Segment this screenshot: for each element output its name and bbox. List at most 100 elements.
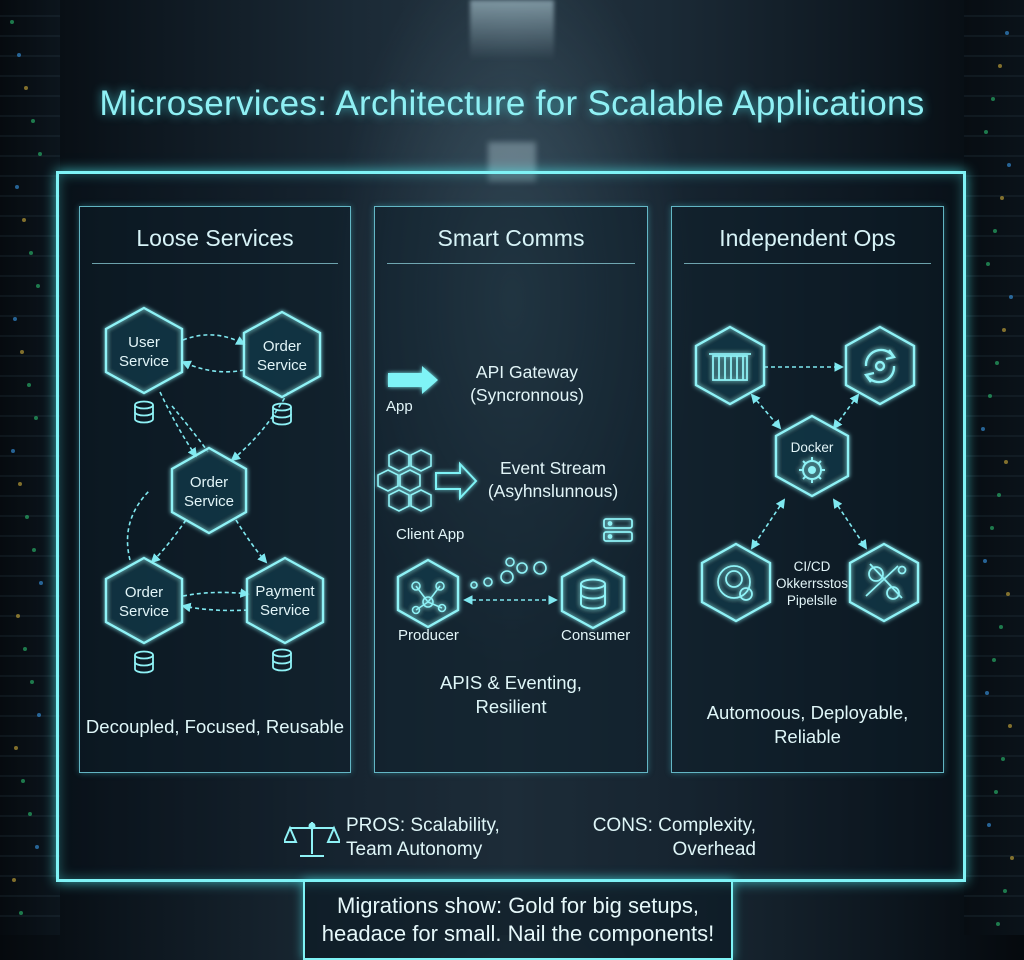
- cicd-glyph: [717, 565, 753, 601]
- database-icon: [272, 402, 292, 426]
- pros-text: PROS: Scalability, Team Autonomy: [346, 814, 500, 862]
- node-label: Service: [183, 493, 235, 510]
- arrow-icon: [435, 461, 478, 501]
- rack-light: [995, 361, 999, 365]
- rack-light: [25, 515, 29, 519]
- rack-light: [987, 823, 991, 827]
- rack-light: [29, 251, 33, 255]
- rack-light: [992, 658, 996, 662]
- sync-label-line: API Gateway: [475, 362, 579, 382]
- ceiling-light: [470, 0, 554, 60]
- rack-light: [37, 713, 41, 717]
- panel-footer: Decoupled, Focused, Reusable: [85, 716, 345, 737]
- consumer-label: Consumer: [561, 627, 631, 644]
- ops-graphics: [694, 325, 920, 623]
- producer-network: [411, 581, 447, 615]
- bottom-banner: Migrations show: Gold for big setups, he…: [303, 880, 733, 960]
- container-glyph: [709, 353, 751, 381]
- panel-title: Loose Services: [136, 225, 294, 251]
- link: [750, 393, 782, 430]
- service-nodes: [104, 306, 325, 645]
- node-user-service: User Service: [104, 333, 184, 371]
- banner-line: headace for small. Nail the components!: [321, 921, 715, 946]
- cons-line: CONS: Complexity,: [592, 815, 756, 836]
- rack-light: [1001, 757, 1005, 761]
- node-order-service: Order Service: [242, 337, 322, 375]
- panel-title: Smart Comms: [437, 225, 585, 251]
- panel-smart-comms: Smart Comms APIS & Eventing, Resilient: [374, 206, 648, 773]
- producer-label: Producer: [398, 627, 459, 644]
- rack-light: [1004, 460, 1008, 464]
- link: [150, 519, 187, 564]
- rack-light: [34, 416, 38, 420]
- rack-light: [19, 911, 23, 915]
- rack-light: [1002, 328, 1006, 332]
- orchestration-glyph: [865, 563, 907, 600]
- database-icon: [580, 578, 606, 610]
- node-label: Service: [259, 602, 311, 619]
- rack-light: [28, 812, 32, 816]
- link: [832, 393, 860, 430]
- rack-light: [1006, 592, 1010, 596]
- pros-line: PROS: Scalability,: [346, 815, 500, 836]
- rack-light: [1005, 31, 1009, 35]
- node-label: User: [128, 334, 160, 351]
- hexagon-icon: [242, 310, 322, 399]
- rack-light: [22, 218, 26, 222]
- rack-light: [16, 614, 20, 618]
- cicd-label-line: CI/CD: [793, 559, 831, 574]
- cicd-icon: [700, 542, 772, 623]
- rack-light: [17, 53, 21, 57]
- rack-light: [988, 394, 992, 398]
- rack-light: [994, 790, 998, 794]
- cicd-label-line: Pipelslle: [786, 593, 838, 608]
- docker-label: Docker: [790, 440, 834, 455]
- rack-light: [30, 680, 34, 684]
- banner-line: Migrations show: Gold for big setups,: [337, 893, 699, 918]
- rack-light: [998, 64, 1002, 68]
- rack-light: [15, 185, 19, 189]
- link: [126, 489, 151, 561]
- rack-light: [35, 845, 39, 849]
- node-label: Service: [256, 357, 308, 374]
- hexagon-icon: [104, 306, 184, 395]
- ceiling-light: [488, 142, 536, 182]
- rack-light: [12, 878, 16, 882]
- rack-light: [32, 548, 36, 552]
- rack-light: [1010, 856, 1014, 860]
- cicd-label: CI/CD Okkerrsstos Pipelslle: [772, 558, 852, 609]
- link: [181, 360, 245, 373]
- cons-text: CONS: Complexity, Overhead: [586, 814, 756, 862]
- node-label: Service: [118, 353, 170, 370]
- cons-line: Overhead: [672, 839, 756, 860]
- database-icon: [134, 650, 154, 674]
- async-label-line: Event Stream: [499, 458, 607, 478]
- link: [182, 334, 246, 345]
- rack-light: [991, 97, 995, 101]
- event-bubbles: [470, 557, 547, 589]
- comms-graphics: [377, 366, 633, 630]
- producer-icon: [396, 558, 460, 629]
- rack-light: [984, 130, 988, 134]
- consumer-icon: [560, 558, 626, 630]
- rack-light: [24, 86, 28, 90]
- link: [832, 498, 868, 550]
- service-links: [126, 334, 868, 613]
- server-icon: [603, 518, 633, 542]
- cicd-label-line: Okkerrsstos: [775, 576, 848, 591]
- rack-light: [990, 526, 994, 530]
- node-label: Order: [189, 474, 229, 491]
- rack-light: [1007, 163, 1011, 167]
- database-icon: [272, 648, 292, 672]
- hexagon-icon: [377, 469, 399, 492]
- footer-line: Automoous, Deployable,: [706, 702, 909, 723]
- rack-light: [20, 350, 24, 354]
- rack-light: [986, 262, 990, 266]
- node-label: Order: [262, 338, 302, 355]
- rack-light: [21, 779, 25, 783]
- hexagon-icon: [104, 556, 184, 645]
- docker-node: [774, 414, 850, 498]
- rack-light: [23, 647, 27, 651]
- rack-light: [997, 493, 1001, 497]
- node-order-service: Order Service: [104, 583, 184, 621]
